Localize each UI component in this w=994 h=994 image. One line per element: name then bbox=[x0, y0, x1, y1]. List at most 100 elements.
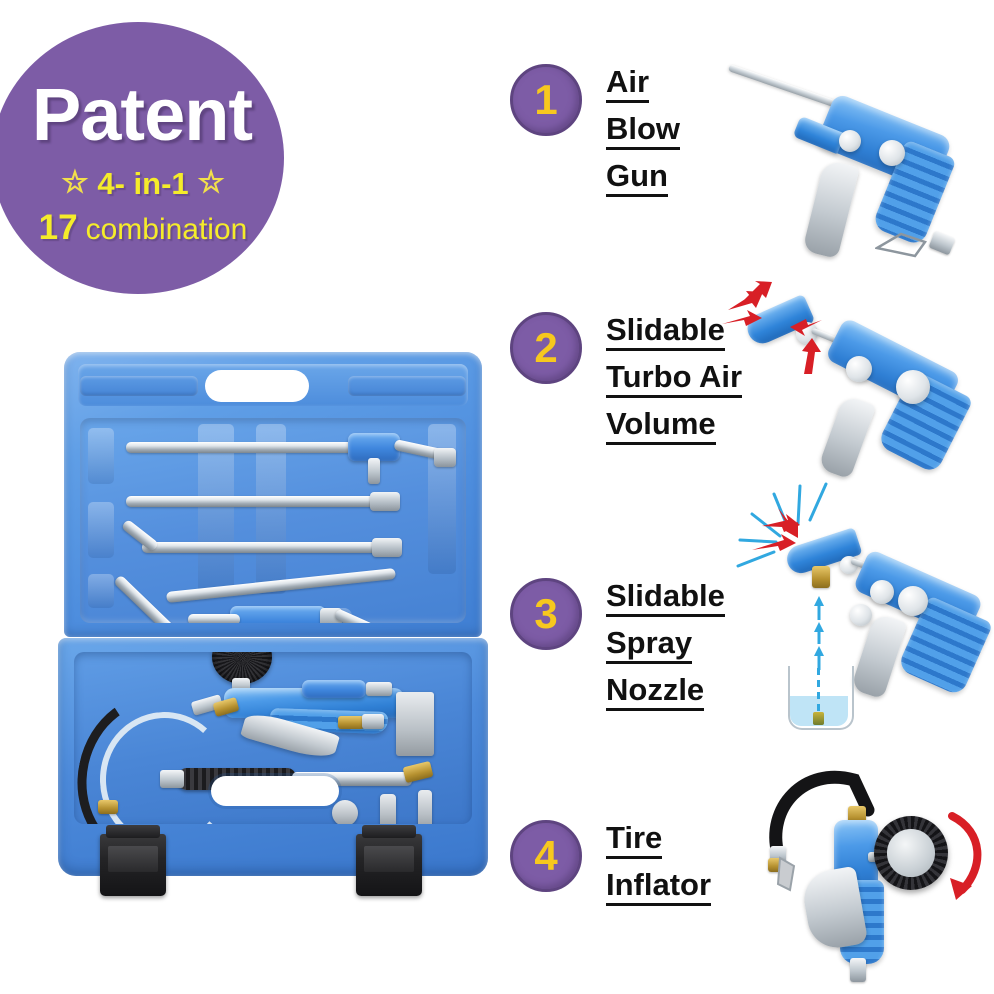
feature-label-line: Gun bbox=[606, 160, 668, 197]
air-valve-knob bbox=[846, 356, 872, 382]
blue-connector bbox=[348, 433, 400, 461]
air-volume-knob bbox=[896, 370, 930, 404]
feature-item-3: 3 Slidable Spray Nozzle bbox=[510, 578, 725, 721]
feature-label-line: Air bbox=[606, 66, 650, 103]
rod-cap bbox=[372, 538, 402, 557]
badge-count-row: 17 combination bbox=[39, 210, 248, 245]
lid-grip-left bbox=[80, 376, 198, 396]
photo-slidable-turbo-air-volume bbox=[710, 280, 994, 480]
base-tray bbox=[74, 652, 472, 824]
badge-count: 17 bbox=[38, 207, 78, 247]
feature-number-circle-4: 4 bbox=[510, 820, 582, 892]
air-valve-knob bbox=[839, 130, 861, 152]
feature-item-4: 4 Tire Inflator bbox=[510, 820, 712, 916]
feature-label-line: Turbo Air bbox=[606, 361, 743, 398]
suction-arrows-icon bbox=[814, 596, 824, 670]
case-lid bbox=[64, 352, 482, 637]
feature-label-line: Volume bbox=[606, 408, 716, 445]
extension-rod bbox=[142, 542, 380, 553]
siphon-filter bbox=[813, 712, 824, 725]
brass-fitting bbox=[98, 800, 118, 814]
feature-label-4: Tire Inflator bbox=[606, 820, 712, 916]
feature-label-line: Inflator bbox=[606, 869, 712, 906]
case-base bbox=[58, 638, 488, 896]
feature-number-3: 3 bbox=[534, 590, 558, 637]
feature-label-3: Slidable Spray Nozzle bbox=[606, 578, 725, 721]
feature-label-line: Slidable bbox=[606, 314, 725, 351]
feature-label-line: Tire bbox=[606, 822, 663, 859]
red-slide-arrow-down-icon bbox=[790, 319, 822, 374]
patent-title: Patent bbox=[31, 72, 253, 156]
feature-label-line: Spray bbox=[606, 627, 693, 664]
feature-number-1: 1 bbox=[534, 76, 558, 123]
brass-elbow bbox=[402, 760, 434, 784]
black-air-hose bbox=[769, 770, 875, 861]
rod-fitting bbox=[368, 458, 380, 484]
siphon-tube bbox=[817, 668, 820, 720]
latch-right[interactable] bbox=[356, 825, 422, 896]
tire-chuck-clip-icon bbox=[776, 856, 796, 892]
small-nozzle-part bbox=[418, 790, 432, 824]
photo-air-blow-gun bbox=[727, 50, 985, 285]
turbo-sleeve bbox=[302, 680, 366, 698]
badge-count-label: combination bbox=[85, 212, 248, 246]
gun-trigger bbox=[817, 394, 877, 480]
rod-cap bbox=[370, 492, 400, 511]
feature-label-line: Slidable bbox=[606, 580, 725, 617]
feature-number-circle-2: 2 bbox=[510, 312, 582, 384]
brass-fitting bbox=[338, 716, 364, 729]
air-valve-knob bbox=[870, 580, 894, 604]
feature-item-1: 1 Air Blow Gun bbox=[510, 64, 681, 207]
feature-label-2: Slidable Turbo Air Volume bbox=[606, 312, 743, 455]
nozzle-tip bbox=[333, 608, 375, 623]
wire-hook-icon bbox=[875, 232, 928, 258]
metal-bracket bbox=[396, 692, 434, 756]
rod-cap bbox=[434, 448, 456, 467]
quick-coupler bbox=[362, 714, 384, 729]
photo-tire-inflator bbox=[750, 758, 994, 994]
photo-slidable-spray-nozzle bbox=[730, 480, 994, 750]
air-inlet-fitting bbox=[850, 958, 866, 982]
feature-label-line: Blow bbox=[606, 113, 681, 150]
blue-nozzle-tool bbox=[230, 606, 326, 623]
air-valve-knob bbox=[879, 140, 905, 166]
feature-label-1: Air Blow Gun bbox=[606, 64, 681, 207]
pressure-gauge bbox=[874, 816, 948, 890]
extension-rod bbox=[126, 496, 378, 507]
feature-number-2: 2 bbox=[534, 324, 558, 371]
lid-tray bbox=[80, 418, 466, 623]
lid-rib bbox=[88, 502, 114, 558]
red-rotation-arrow-icon bbox=[948, 812, 982, 900]
gauge-face bbox=[887, 829, 935, 877]
nozzle-rod bbox=[188, 614, 240, 623]
liquid-beaker bbox=[788, 666, 854, 730]
lid-rib bbox=[88, 574, 114, 608]
star-icon-right: ☆ bbox=[197, 166, 225, 199]
wand-fitting bbox=[160, 770, 184, 788]
feature-number-circle-3: 3 bbox=[510, 578, 582, 650]
small-nozzle-part bbox=[380, 794, 396, 824]
star-icon-left: ☆ bbox=[61, 166, 89, 199]
extension-rod bbox=[126, 442, 354, 453]
feature-number-4: 4 bbox=[534, 832, 558, 879]
quick-coupler bbox=[366, 682, 392, 696]
carry-handle-slot bbox=[205, 370, 309, 402]
spray-rays-icon bbox=[736, 482, 828, 568]
red-slide-arrows-icon bbox=[722, 281, 772, 326]
feature-label-line: Nozzle bbox=[606, 674, 705, 711]
siphon-port bbox=[812, 566, 830, 588]
blue-plastic-tool-case bbox=[58, 352, 488, 897]
latch-left[interactable] bbox=[100, 825, 166, 896]
feature-item-2: 2 Slidable Turbo Air Volume bbox=[510, 312, 743, 455]
gun-trigger bbox=[802, 159, 860, 259]
bent-rod-elbow bbox=[120, 518, 160, 553]
round-cap-part bbox=[332, 800, 358, 824]
badge-subtitle: 4- in-1 bbox=[97, 165, 189, 201]
lid-rib bbox=[88, 428, 114, 484]
feature-number-circle-1: 1 bbox=[510, 64, 582, 136]
base-handle-slot bbox=[211, 776, 339, 806]
air-valve-knob bbox=[850, 604, 872, 626]
patent-badge: Patent ☆ 4- in-1 ☆ 17 combination bbox=[0, 22, 284, 294]
lid-grip-right bbox=[348, 376, 466, 396]
